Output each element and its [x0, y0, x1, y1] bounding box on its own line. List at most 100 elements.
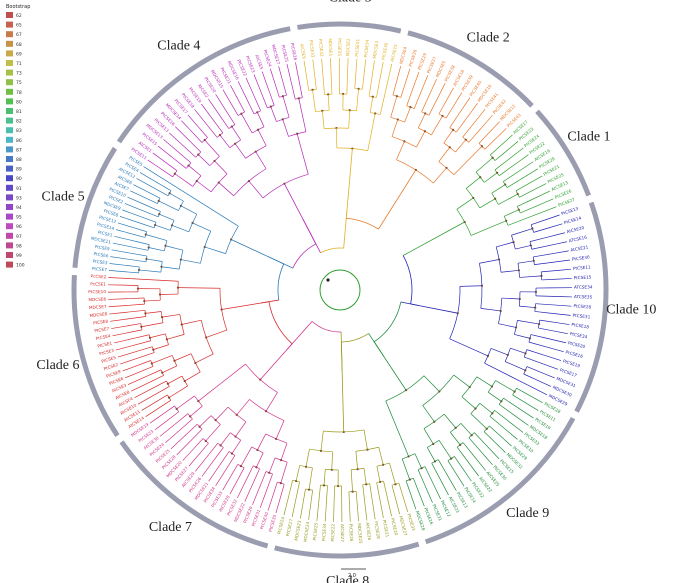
internal-branch: [479, 259, 500, 264]
leaf-label: PtCSE26: [290, 42, 298, 61]
node-dot: [220, 308, 223, 311]
internal-branch: [145, 375, 164, 385]
legend-entry: 67: [6, 31, 22, 38]
internal-branch: [520, 202, 545, 214]
internal-branch: [327, 94, 330, 111]
internal-branch: [483, 431, 495, 442]
internal-branch: [176, 395, 195, 410]
internal-branch: [507, 212, 542, 226]
internal-branch: [275, 420, 285, 440]
leaf-label: PtCSE3: [92, 259, 108, 266]
leaf-label: PtCSE4: [95, 333, 111, 341]
leaf-branch: [119, 216, 141, 224]
internal-branch: [514, 334, 531, 339]
node-dot: [357, 87, 360, 90]
backbone-stem: [340, 331, 343, 370]
leaf-branch: [443, 486, 449, 496]
leaf-branch: [125, 373, 135, 379]
internal-branch: [118, 270, 139, 274]
leaf-label: AtCSE6: [117, 174, 133, 186]
internal-branch: [392, 75, 399, 96]
leaf-branch: [410, 493, 417, 510]
internal-branch: [354, 68, 357, 89]
internal-branch: [174, 173, 194, 187]
legend-title: Bootstrap: [6, 4, 30, 10]
node-dot: [528, 337, 532, 340]
internal-branch: [269, 92, 275, 106]
internal-branch: [424, 466, 434, 485]
leaf-label: PtCSE18: [571, 322, 590, 330]
internal-branch: [383, 481, 388, 495]
internal-branch: [503, 170, 521, 182]
internal-branch: [204, 139, 220, 157]
leaf-branch: [295, 62, 298, 73]
node-dot: [203, 245, 206, 249]
leaf-branch: [543, 232, 565, 239]
internal-branch: [181, 319, 202, 325]
leaf-branch: [548, 312, 571, 316]
clade-9-arc: [424, 416, 576, 545]
leaf-branch: [546, 223, 563, 229]
internal-branch: [535, 303, 556, 306]
legend-label: 95: [16, 215, 22, 221]
internal-branch: [517, 260, 534, 264]
leaf-label: PtCSE9: [94, 244, 110, 252]
leaf-branch: [112, 333, 123, 337]
leaf-label: MDCSE25: [357, 523, 364, 544]
internal-branch: [195, 443, 209, 459]
leaf-branch: [122, 365, 138, 372]
leaf-branch: [404, 502, 409, 513]
leaf-branch: [544, 198, 554, 204]
leaf-label: PtCSE11: [573, 264, 591, 271]
internal-branch: [280, 442, 288, 461]
clade-3-arc: [297, 21, 402, 34]
leaf-label: PtCSE23: [245, 55, 256, 74]
leaf-branch: [518, 168, 538, 181]
internal-branch: [378, 447, 384, 465]
leaf-label: ATCSE16: [568, 235, 587, 244]
internal-branch: [265, 392, 278, 412]
leaf-branch: [114, 235, 136, 242]
internal-branch: [541, 269, 562, 273]
leaf-branch: [222, 89, 229, 99]
backbone: [221, 148, 465, 432]
node-dot: [351, 147, 354, 150]
leaf-branch: [529, 190, 551, 201]
internal-branch: [531, 217, 551, 226]
legend-label: 65: [16, 23, 22, 29]
leaf-branch: [303, 60, 306, 71]
clade-3-branches: [303, 58, 393, 152]
internal-branch: [193, 438, 204, 450]
internal-branch: [368, 82, 372, 97]
clade-6-label: Clade 6: [36, 358, 79, 373]
internal-branch: [348, 491, 350, 506]
leaf-branch: [139, 172, 149, 178]
leaf-label: PtCSE26: [348, 524, 354, 542]
internal-branch: [426, 447, 436, 462]
leaf-branch: [455, 472, 465, 487]
internal-branch: [227, 98, 239, 116]
internal-branch: [280, 461, 288, 484]
internal-branch: [494, 151, 507, 161]
leaf-label: PtCSE7: [92, 266, 108, 272]
internal-branch: [484, 362, 528, 386]
node-dot: [136, 287, 140, 290]
leaf-label: MDCSE6: [88, 297, 106, 303]
leaf-label: PtCSE25: [312, 522, 319, 540]
leaf-label: PtCSE22: [236, 59, 248, 78]
internal-branch: [305, 70, 310, 91]
leaf-label: PtCSE9: [106, 369, 122, 379]
tree-branches: [108, 58, 572, 522]
clade-6-arc: [71, 275, 120, 438]
leaf-label: PtCSE37: [426, 56, 437, 75]
internal-branch: [431, 463, 445, 487]
internal-branch: [157, 386, 170, 394]
clade-5-label: Clade 5: [42, 190, 85, 205]
leaf-branch: [236, 478, 248, 499]
legend-entry: 82: [6, 117, 22, 125]
legend-label: 89: [16, 167, 22, 173]
clade-10-label: Clade 10: [606, 303, 656, 318]
legend-label: 93: [16, 195, 22, 201]
internal-branch: [468, 437, 487, 458]
internal-branch: [379, 79, 389, 115]
